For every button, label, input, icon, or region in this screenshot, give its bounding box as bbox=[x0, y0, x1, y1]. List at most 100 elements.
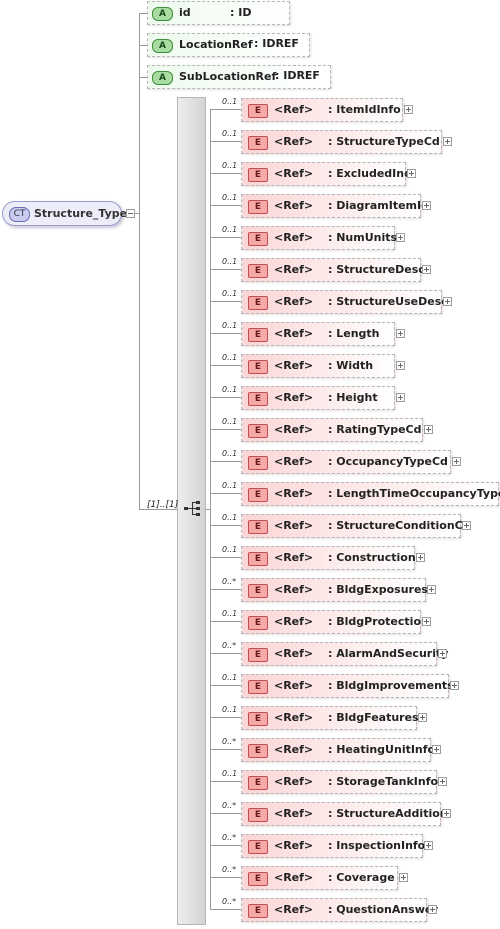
element-node[interactable]: E<Ref>: DiagramItemId bbox=[241, 194, 429, 218]
element-ref: <Ref> bbox=[274, 135, 314, 148]
element-node[interactable]: E<Ref>: StructureAddition bbox=[241, 802, 448, 826]
expand-icon[interactable] bbox=[438, 777, 447, 786]
expand-icon[interactable] bbox=[422, 201, 431, 210]
element-node[interactable]: E<Ref>: Construction bbox=[241, 546, 416, 570]
element-ref: <Ref> bbox=[274, 263, 314, 276]
element-multiplicity: 0..1 bbox=[222, 673, 238, 682]
element-node[interactable]: E<Ref>: Height bbox=[241, 386, 395, 410]
expand-icon[interactable] bbox=[443, 137, 452, 146]
expand-icon[interactable] bbox=[428, 905, 437, 914]
element-node[interactable]: E<Ref>: Width bbox=[241, 354, 395, 378]
expand-icon[interactable] bbox=[427, 585, 436, 594]
expand-icon[interactable] bbox=[450, 681, 459, 690]
element-badge: E bbox=[248, 904, 268, 918]
expand-icon[interactable] bbox=[424, 841, 433, 850]
element-multiplicity: 0..1 bbox=[222, 513, 238, 522]
element-badge: E bbox=[248, 136, 268, 150]
expand-icon[interactable] bbox=[422, 617, 431, 626]
expand-icon[interactable] bbox=[396, 361, 405, 370]
attribute-sublocationref[interactable]: A SubLocationRef bbox=[147, 65, 331, 89]
element-name: : Width bbox=[328, 359, 374, 372]
element-node[interactable]: E<Ref>: AlarmAndSecurity bbox=[241, 642, 448, 666]
element-multiplicity: 0..* bbox=[222, 897, 237, 906]
element-node[interactable]: E<Ref>: ExcludedInd bbox=[241, 162, 412, 186]
expand-icon[interactable] bbox=[442, 809, 451, 818]
element-node[interactable]: E<Ref>: StructureTypeCd bbox=[241, 130, 442, 154]
element-badge: E bbox=[248, 232, 268, 246]
element-node[interactable]: E<Ref>: InspectionInfo bbox=[241, 834, 425, 858]
element-multiplicity: 0..* bbox=[222, 801, 237, 810]
element-node[interactable]: E<Ref>: HeatingUnitInfo bbox=[241, 738, 435, 762]
expand-icon[interactable] bbox=[416, 553, 425, 562]
element-node[interactable]: E<Ref>: BldgExposures bbox=[241, 578, 428, 602]
element-ref: <Ref> bbox=[274, 167, 314, 180]
element-ref: <Ref> bbox=[274, 711, 314, 724]
element-name: : StructureDesc bbox=[328, 263, 425, 276]
element-ref: <Ref> bbox=[274, 615, 314, 628]
element-node[interactable]: E<Ref>: ItemIdInfo bbox=[241, 98, 403, 122]
element-ref: <Ref> bbox=[274, 359, 314, 372]
expand-icon[interactable] bbox=[462, 521, 471, 530]
element-name: : StructureConditionCd bbox=[328, 519, 471, 532]
element-ref: <Ref> bbox=[274, 839, 314, 852]
attribute-id[interactable]: A id : ID bbox=[147, 1, 290, 25]
element-node[interactable]: E<Ref>: StructureDesc bbox=[241, 258, 425, 282]
element-node[interactable]: E<Ref>: QuestionAnswer bbox=[241, 898, 438, 922]
expand-icon[interactable] bbox=[443, 297, 452, 306]
complex-type-name: Structure_Type bbox=[34, 207, 128, 220]
element-ref: <Ref> bbox=[274, 551, 314, 564]
expand-icon[interactable] bbox=[418, 713, 427, 722]
element-multiplicity: 0..1 bbox=[222, 385, 238, 394]
expand-icon[interactable] bbox=[404, 105, 413, 114]
element-name: : ItemIdInfo bbox=[328, 103, 401, 116]
element-ref: <Ref> bbox=[274, 775, 314, 788]
expand-icon[interactable] bbox=[452, 457, 461, 466]
element-ref: <Ref> bbox=[274, 391, 314, 404]
complex-type-node[interactable]: CT Structure_Type bbox=[2, 201, 127, 226]
element-badge: E bbox=[248, 104, 268, 118]
element-node[interactable]: E<Ref>: BldgFeatures bbox=[241, 706, 419, 730]
element-badge: E bbox=[248, 808, 268, 822]
element-name: : ExcludedInd bbox=[328, 167, 412, 180]
element-node[interactable]: E<Ref>: NumUnits bbox=[241, 226, 397, 250]
sequence-compositor[interactable] bbox=[177, 97, 206, 925]
collapse-icon[interactable] bbox=[126, 209, 135, 218]
element-node[interactable]: E<Ref>: Coverage bbox=[241, 866, 398, 890]
expand-icon[interactable] bbox=[432, 745, 441, 754]
expand-icon[interactable] bbox=[438, 649, 447, 658]
attribute-type: : ID bbox=[230, 6, 252, 19]
element-badge: E bbox=[248, 488, 268, 502]
element-node[interactable]: E<Ref>: StructureConditionCd bbox=[241, 514, 471, 538]
attribute-locationref[interactable]: A LocationRef bbox=[147, 33, 310, 57]
complex-type-badge: CT bbox=[9, 207, 30, 222]
expand-icon[interactable] bbox=[396, 233, 405, 242]
element-name: : HeatingUnitInfo bbox=[328, 743, 436, 756]
element-name: : StructureUseDesc bbox=[328, 295, 448, 308]
element-ref: <Ref> bbox=[274, 455, 314, 468]
element-node[interactable]: E<Ref>: BldgImprovements bbox=[241, 674, 454, 698]
expand-icon[interactable] bbox=[396, 329, 405, 338]
element-name: : Length bbox=[328, 327, 380, 340]
expand-icon[interactable] bbox=[422, 265, 431, 274]
element-node[interactable]: E<Ref>: StructureUseDesc bbox=[241, 290, 448, 314]
expand-icon[interactable] bbox=[399, 873, 408, 882]
element-badge: E bbox=[248, 552, 268, 566]
element-node[interactable]: E<Ref>: OccupancyTypeCd bbox=[241, 450, 451, 474]
expand-icon[interactable] bbox=[407, 169, 416, 178]
element-multiplicity: 0..1 bbox=[222, 129, 238, 138]
element-node[interactable]: E<Ref>: StorageTankInfo bbox=[241, 770, 438, 794]
element-node[interactable]: E<Ref>: RatingTypeCd bbox=[241, 418, 423, 442]
element-node[interactable]: E<Ref>: Length bbox=[241, 322, 395, 346]
element-multiplicity: 0..1 bbox=[222, 225, 238, 234]
element-multiplicity: 0..1 bbox=[222, 481, 238, 490]
element-multiplicity: 0..1 bbox=[222, 705, 238, 714]
expand-icon[interactable] bbox=[424, 425, 433, 434]
element-multiplicity: 0..1 bbox=[222, 417, 238, 426]
attribute-type: : IDREF bbox=[254, 37, 299, 50]
element-ref: <Ref> bbox=[274, 423, 314, 436]
element-node[interactable]: E<Ref>: LengthTimeOccupancyType bbox=[241, 482, 500, 506]
element-name: : Height bbox=[328, 391, 378, 404]
expand-icon[interactable] bbox=[396, 393, 405, 402]
element-badge: E bbox=[248, 296, 268, 310]
element-node[interactable]: E<Ref>: BldgProtection bbox=[241, 610, 429, 634]
